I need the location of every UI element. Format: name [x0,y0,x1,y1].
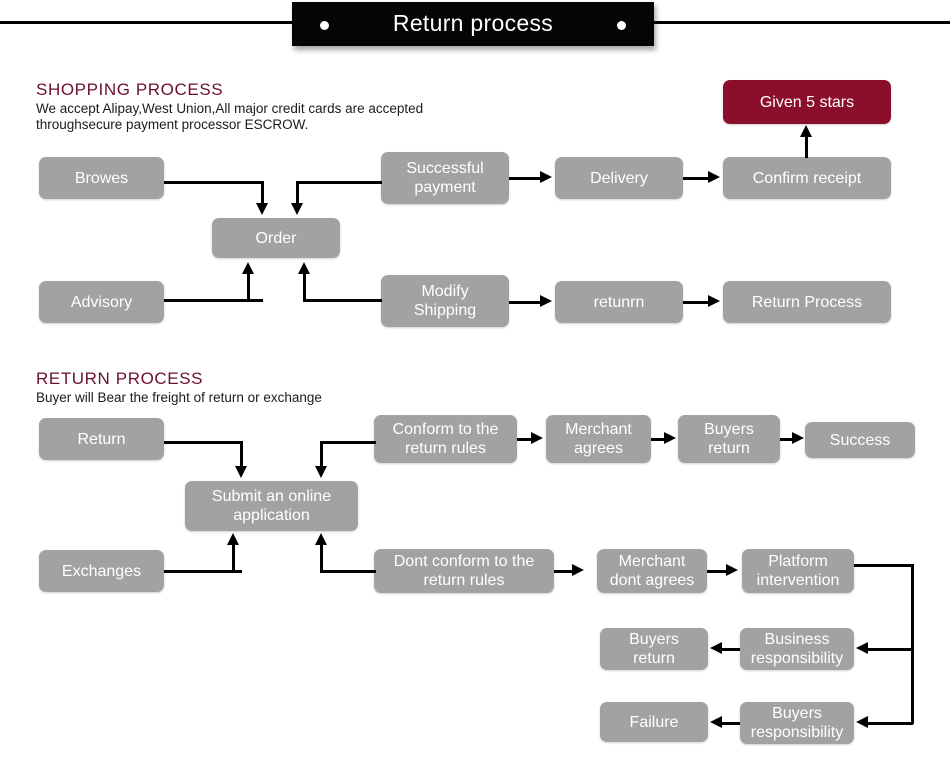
arrowhead-advisory-order [242,262,254,274]
node-platform-intervention[interactable]: Platform intervention [742,549,854,593]
arrowhead-exchanges-submit [227,533,239,545]
node-exchanges[interactable]: Exchanges [39,550,164,592]
arrowhead-browes-order [256,203,268,215]
connector-dontconform-submit-v [320,544,323,572]
node-conform-rules[interactable]: Conform to the return rules [374,415,517,463]
node-advisory[interactable]: Advisory [39,281,164,323]
arrowhead-conform-submit [315,466,327,478]
arrowhead-dontconform-merchantdont [572,564,584,576]
arrowhead-dontconform-submit [315,533,327,545]
arrowhead-bus-buyers-resp [856,716,868,728]
connector-payment-order-h [296,181,382,184]
shopping-process-description: We accept Alipay,West Union,All major cr… [36,101,424,132]
node-success[interactable]: Success [805,422,915,458]
bullet-dot-icon-left [320,21,329,30]
return-process-description: Buyer will Bear the freight of return or… [36,390,322,405]
node-returnn[interactable]: retunrn [555,281,683,323]
node-buyers-responsibility[interactable]: Buyers responsibility [740,702,854,744]
arrowhead-buyersreturn-success [792,432,804,444]
connector-exchanges-submit-h [164,570,242,573]
bullet-dot-icon-right [617,21,626,30]
connector-exchanges-submit-v [232,544,235,572]
connector-buyersresp-failure [722,722,740,725]
connector-conform-submit-v [320,441,323,468]
arrowhead-modify-returnn [540,295,552,307]
connector-dontconform-merchantdont [554,570,574,573]
connector-returnn-returnprocess [683,301,710,304]
connector-payment-order-v [296,181,299,205]
connector-modify-returnn [509,301,542,304]
node-submit-application[interactable]: Submit an online application [185,481,358,531]
node-failure[interactable]: Failure [600,702,708,742]
page-title: Return process [392,10,554,36]
arrowhead-delivery-confirm [708,171,720,183]
connector-payment-delivery [509,177,542,180]
arrowhead-modify-order [298,262,310,274]
arrowhead-merchantdont-platform [726,564,738,576]
connector-browes-order-v [261,181,264,205]
connector-platform-bus-v [911,564,914,724]
connector-return-submit-h [164,441,242,444]
arrowhead-merchant-buyersreturn [664,432,676,444]
node-merchant-dont-agrees[interactable]: Merchant dont agrees [597,549,707,593]
node-buyers-return-bottom[interactable]: Buyers return [600,628,708,670]
node-successful-payment[interactable]: Successful payment [381,152,509,204]
header-rule-left [0,21,296,24]
node-confirm-receipt[interactable]: Confirm receipt [723,157,891,199]
arrowhead-payment-order [291,203,303,215]
node-given-5-stars[interactable]: Given 5 stars [723,80,891,124]
connector-advisory-order-h [164,299,263,302]
return-process-heading: RETURN PROCESS [36,369,204,388]
connector-merchant-buyersreturn [651,438,666,441]
header-banner: Return process [292,2,654,46]
connector-return-submit-v [240,441,243,468]
connector-buyersreturn-success [780,438,794,441]
arrowhead-business-buyersreturn [710,642,722,654]
connector-conform-submit-h [320,441,376,444]
arrowhead-confirm-stars [800,125,812,137]
arrowhead-returnn-returnprocess [708,295,720,307]
connector-platform-bus-h [854,564,914,567]
connector-merchantdont-platform [707,570,728,573]
connector-browes-order-h [164,181,263,184]
arrowhead-bus-business-resp [856,642,868,654]
node-dont-conform-rules[interactable]: Dont conform to the return rules [374,549,554,593]
node-business-responsibility[interactable]: Business responsibility [740,628,854,670]
node-delivery[interactable]: Delivery [555,157,683,199]
connector-modify-order-v [303,273,306,301]
shopping-process-heading: SHOPPING PROCESS [36,80,224,99]
connector-delivery-confirm [683,177,710,180]
node-modify-shipping[interactable]: Modify Shipping [381,275,509,327]
connector-conform-merchant [517,438,533,441]
node-return-process[interactable]: Return Process [723,281,891,323]
connector-confirm-stars [805,136,808,158]
node-browes[interactable]: Browes [39,157,164,199]
arrowhead-payment-delivery [540,171,552,183]
arrowhead-return-submit [235,466,247,478]
node-buyers-return-top[interactable]: Buyers return [678,415,780,463]
connector-business-buyersreturn [722,648,740,651]
node-order[interactable]: Order [212,218,340,258]
node-return[interactable]: Return [39,418,164,460]
connector-advisory-order-v [247,273,250,301]
header-rule-right [652,21,950,24]
arrowhead-buyersresp-failure [710,716,722,728]
node-merchant-agrees[interactable]: Merchant agrees [546,415,651,463]
arrowhead-conform-merchant [531,432,543,444]
connector-bus-buyers-resp [868,722,913,725]
connector-bus-business-resp [868,648,913,651]
connector-modify-order-h [303,299,382,302]
connector-dontconform-submit-h [320,570,376,573]
